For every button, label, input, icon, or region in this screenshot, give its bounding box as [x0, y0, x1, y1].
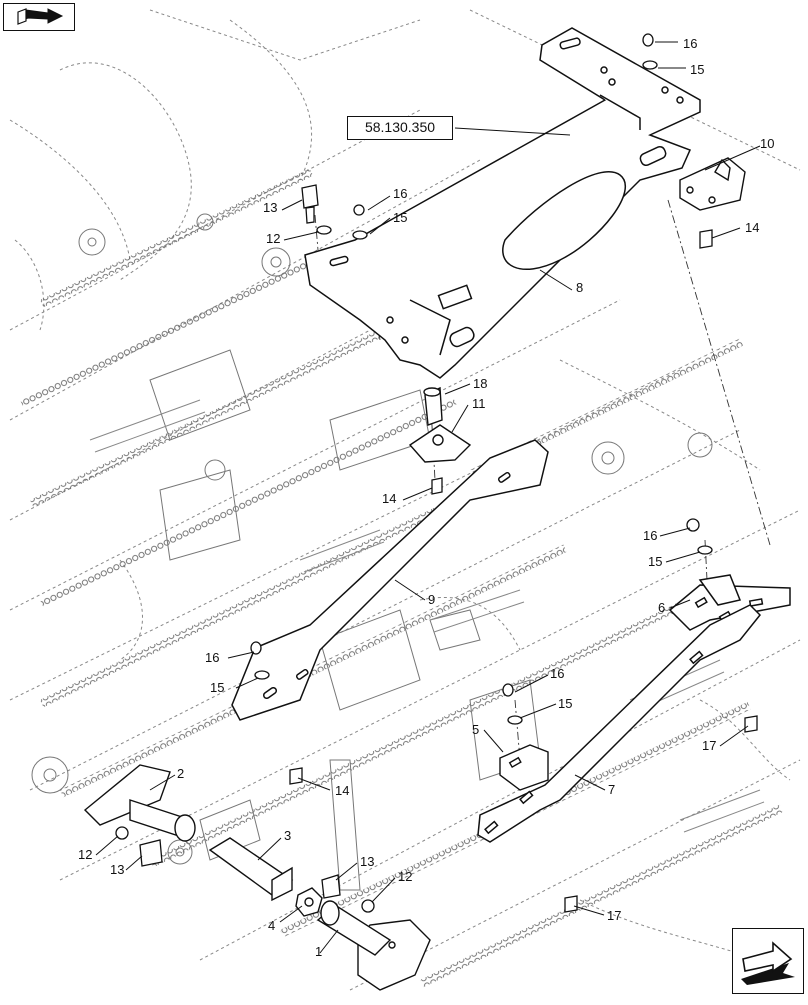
part-6-rail [668, 574, 791, 631]
callout-16: 16 [643, 528, 657, 543]
leader-lines [95, 41, 761, 954]
callout-2: 2 [177, 766, 184, 781]
callout-17: 17 [702, 738, 716, 753]
part-8-plate [304, 27, 701, 379]
part-4-nut [295, 887, 323, 917]
callout-15: 15 [393, 210, 407, 225]
callout-16: 16 [550, 666, 564, 681]
callout-1: 1 [315, 944, 322, 959]
callout-5: 5 [472, 722, 479, 737]
callout-labels: 16 15 10 14 8 13 16 15 12 18 11 14 16 15… [78, 36, 774, 959]
callout-14: 14 [335, 783, 349, 798]
callout-16: 16 [683, 36, 697, 51]
callout-12: 12 [266, 231, 280, 246]
callout-15: 15 [648, 554, 662, 569]
callout-4: 4 [268, 918, 275, 933]
drive-chains [20, 168, 784, 988]
callout-12: 12 [398, 869, 412, 884]
callout-16: 16 [393, 186, 407, 201]
callout-14: 14 [745, 220, 759, 235]
callout-8: 8 [576, 280, 583, 295]
callout-13: 13 [360, 854, 374, 869]
callout-10: 10 [760, 136, 774, 151]
callout-15: 15 [690, 62, 704, 77]
callout-15: 15 [558, 696, 572, 711]
callout-3: 3 [284, 828, 291, 843]
callout-16: 16 [205, 650, 219, 665]
callout-13: 13 [110, 862, 124, 877]
callout-15: 15 [210, 680, 224, 695]
part-18-pin [423, 386, 443, 426]
part-10-bracket [679, 157, 746, 211]
callout-18: 18 [473, 376, 487, 391]
back-navigation-button[interactable] [3, 3, 75, 31]
callout-13: 13 [263, 200, 277, 215]
callout-17: 17 [607, 908, 621, 923]
forward-navigation-button[interactable] [732, 928, 804, 994]
part-1-plate-pin [316, 900, 431, 991]
reference-link-58-130-350[interactable]: 58.130.350 [347, 116, 453, 140]
callout-12: 12 [78, 847, 92, 862]
callout-9: 9 [428, 592, 435, 607]
callout-14: 14 [382, 491, 396, 506]
callout-11: 11 [472, 396, 486, 411]
part-9-bar [231, 439, 549, 721]
callout-6: 6 [658, 600, 665, 615]
forward-arrow-icon [741, 941, 795, 985]
sprockets [31, 213, 713, 891]
part-7-rail [477, 604, 762, 843]
part-5-bracket [499, 744, 549, 791]
part-11-plate [408, 424, 472, 463]
callout-7: 7 [608, 782, 615, 797]
fasteners [115, 33, 758, 913]
back-arrow-icon [17, 8, 64, 25]
part-3-spacer [208, 837, 294, 902]
part-2-pin [83, 764, 196, 842]
